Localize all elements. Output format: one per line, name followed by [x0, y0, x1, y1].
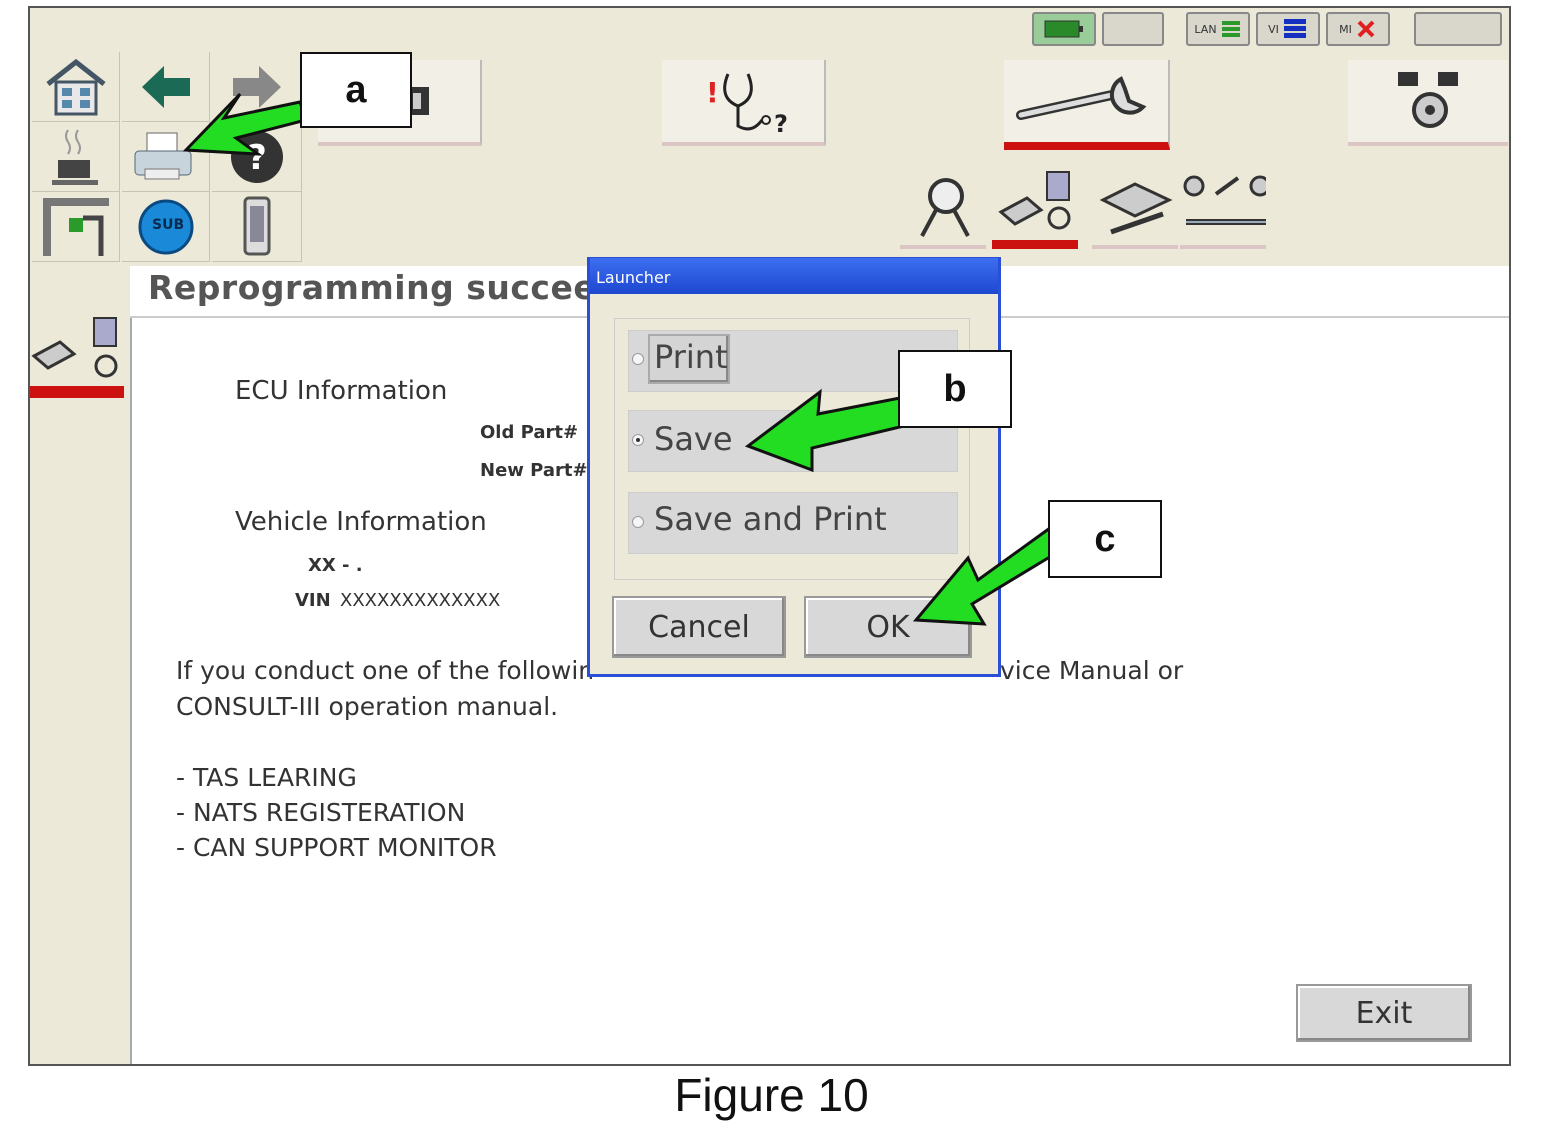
old-part-label: Old Part#: [480, 422, 579, 443]
screen-capture-button[interactable]: [32, 192, 120, 262]
arrow-a: [182, 92, 308, 156]
notice-text-right: vice Manual or: [1000, 656, 1184, 685]
magnifier-icon: [920, 178, 970, 237]
svg-text:?: ?: [774, 110, 788, 136]
mi-status-icon: MI: [1326, 12, 1390, 46]
print-button[interactable]: [122, 122, 210, 192]
vin-value: XXXXXXXXXXXXX: [340, 590, 501, 611]
radio-save[interactable]: [632, 434, 644, 446]
option-save-and-print[interactable]: [628, 492, 958, 554]
option-save-and-print-label: Save and Print: [654, 500, 887, 538]
dialog-title: Launcher: [590, 258, 998, 294]
procedure-item: - NATS REGISTERATION: [176, 798, 466, 827]
wrench-icon: [1016, 76, 1147, 120]
arrow-right-icon: [232, 65, 281, 108]
figure-caption: Figure 10: [674, 1069, 869, 1121]
coffee-button[interactable]: [32, 122, 120, 192]
page-title: Reprogramming succeede: [148, 268, 644, 307]
mi-label: MI: [1339, 22, 1352, 36]
tools-icon: [1099, 182, 1173, 235]
sub-icon: [138, 199, 193, 254]
arrow-b: [744, 388, 906, 473]
svg-text:!: !: [706, 76, 719, 109]
vi-status-icon: VI: [1256, 12, 1320, 46]
notice-text-left: If you conduct one of the followin: [176, 656, 595, 685]
tab-repair[interactable]: [1004, 60, 1170, 150]
home-icon: [45, 58, 106, 115]
arrow-left-icon: [141, 65, 190, 108]
coffee-cup-icon: [51, 128, 98, 185]
battery-status-icon: [1032, 12, 1096, 46]
mobile-device-icon: [243, 196, 270, 255]
back-button[interactable]: [122, 52, 210, 122]
vehicle-model: XX - .: [308, 555, 363, 576]
subtab-configuration[interactable]: [1180, 165, 1266, 249]
subtab-search[interactable]: [900, 165, 986, 249]
exit-button[interactable]: Exit: [1296, 984, 1472, 1042]
connection-status-icon: [1102, 12, 1164, 46]
subtab-work-support[interactable]: [1092, 165, 1178, 249]
procedure-item: - CAN SUPPORT MONITOR: [176, 833, 497, 862]
current-mode-indicator: [30, 310, 124, 398]
option-print-label: Print: [654, 338, 728, 376]
window-corner-icon: [42, 197, 109, 256]
cancel-button[interactable]: Cancel: [612, 596, 786, 658]
sub-mode-button[interactable]: SUB: [122, 192, 210, 262]
subtab-reprogram[interactable]: [992, 165, 1078, 249]
lan-label: LAN: [1194, 22, 1217, 36]
option-save-label: Save: [654, 420, 733, 458]
sub-label: SUB: [152, 217, 185, 233]
status-slot: [1414, 12, 1502, 46]
device-button[interactable]: [212, 192, 302, 262]
new-part-label: New Part#: [480, 460, 588, 481]
lan-status-icon: LAN: [1186, 12, 1250, 46]
radio-print[interactable]: [632, 353, 644, 365]
printer-icon: [134, 132, 191, 179]
home-button[interactable]: [32, 52, 120, 122]
options-group: [614, 318, 970, 580]
vin-label: VIN: [295, 590, 331, 611]
notice-text-line2: CONSULT-III operation manual.: [176, 692, 559, 721]
callout-b: b: [898, 350, 1012, 428]
radio-save-and-print[interactable]: [632, 516, 644, 528]
print-focus-box: [648, 334, 730, 384]
reprogram-icon: [998, 170, 1071, 229]
tab-settings[interactable]: [1348, 60, 1508, 146]
ecu-info-heading: ECU Information: [235, 376, 448, 406]
tab-diagnosis[interactable]: ! ?: [662, 60, 826, 146]
config-tools-icon: [1183, 175, 1266, 225]
vehicle-info-heading: Vehicle Information: [235, 507, 487, 537]
stethoscope-icon: ! ?: [706, 73, 788, 136]
callout-a: a: [300, 52, 412, 128]
callout-c: c: [1048, 500, 1162, 578]
arrow-c: [912, 525, 1060, 626]
vi-label: VI: [1268, 22, 1279, 36]
reprogram-icon: [31, 317, 118, 378]
gear-flag-icon: [1398, 72, 1458, 128]
procedure-item: - TAS LEARING: [176, 763, 357, 792]
